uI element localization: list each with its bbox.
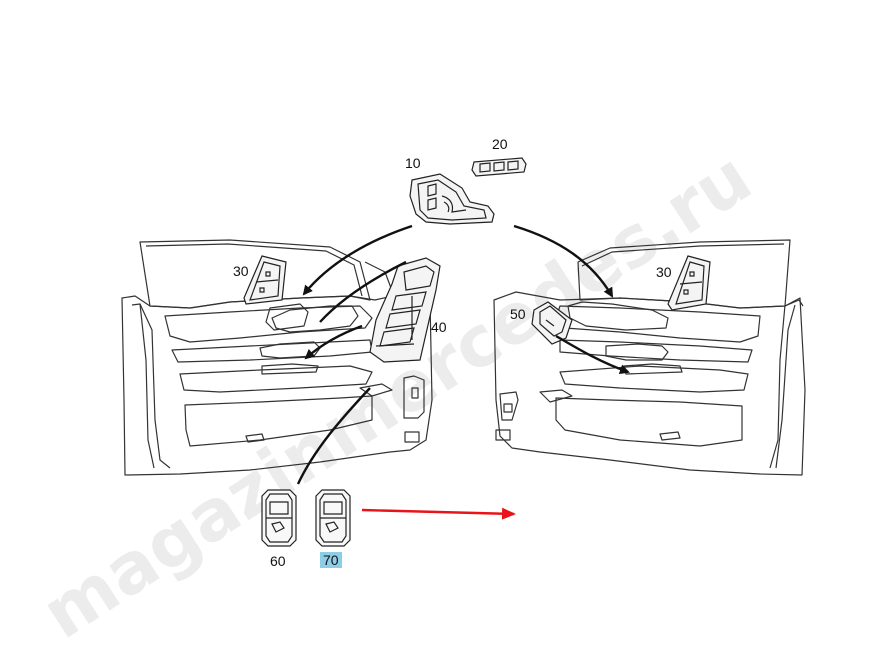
callout-30-left: 30	[233, 263, 249, 279]
part-50-switch	[531, 301, 573, 345]
part-70-switch	[315, 489, 351, 547]
left-door-panel	[121, 239, 433, 476]
part-20-memory-switch	[471, 157, 527, 177]
callout-40: 40	[431, 319, 447, 335]
callout-10: 10	[405, 155, 421, 171]
parts-diagram: magazinmercedes.ru	[28, 136, 806, 655]
callout-30-right: 30	[656, 264, 672, 280]
part-10-seat-switch	[409, 173, 495, 225]
highlight-arrow	[361, 507, 516, 520]
part-40-window-switch	[369, 257, 441, 363]
part-60-switch	[261, 489, 297, 547]
callout-20: 20	[492, 136, 508, 152]
assembly-arrows	[296, 224, 630, 485]
callout-70-highlighted: 70	[320, 552, 342, 568]
right-door-panel	[493, 239, 806, 476]
diagram-drawing	[121, 157, 806, 547]
callout-50: 50	[510, 306, 526, 322]
part-30-right-switch	[667, 255, 711, 311]
callout-60: 60	[270, 553, 286, 569]
part-30-left-switch	[243, 255, 287, 305]
